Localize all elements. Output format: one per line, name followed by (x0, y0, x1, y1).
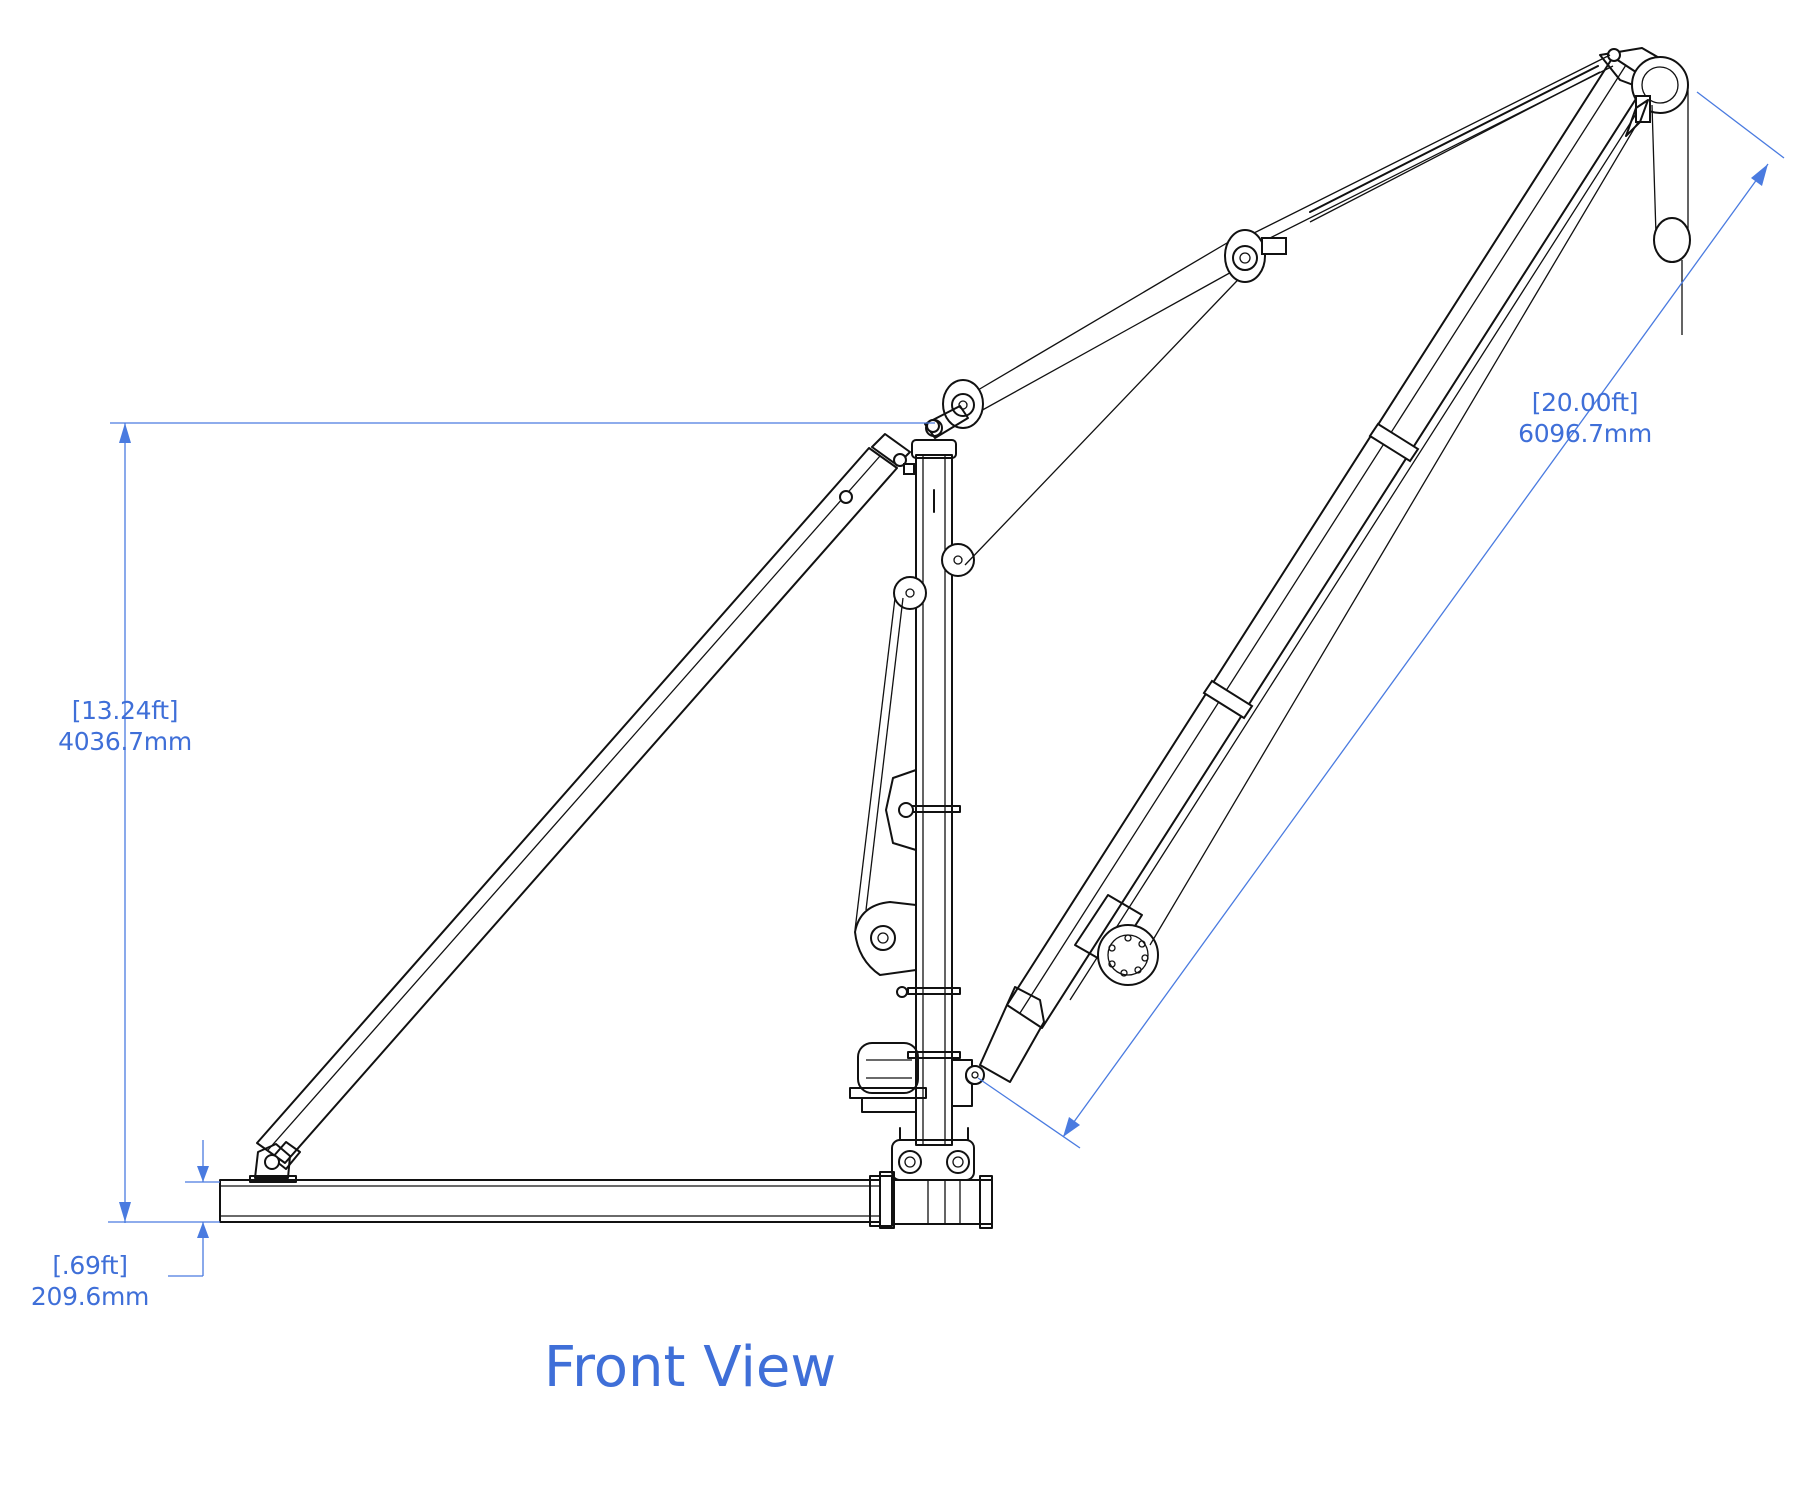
mast-winch-brackets (854, 597, 917, 998)
diagonal-strut (249, 433, 911, 1183)
base-dimension (168, 1140, 220, 1277)
boom (965, 47, 1689, 1085)
base-dimension-label: [.69ft] 209.6mm (20, 1250, 160, 1312)
height-dimension (108, 422, 935, 1223)
view-title: Front View (543, 1335, 837, 1400)
base-beam (219, 1171, 993, 1229)
hoist-line (1651, 90, 1691, 335)
height-dimension-label: [13.24ft] 4036.7mm (40, 695, 210, 757)
luffing-cable (924, 54, 1614, 566)
boom-dimension (977, 91, 1785, 1149)
boom-ft: [20.00ft] (1531, 388, 1639, 417)
vertical-mast (893, 419, 975, 1146)
height-mm: 4036.7mm (58, 727, 192, 756)
mast-base-bracket (891, 1127, 975, 1181)
base-ft: [.69ft] (52, 1251, 128, 1280)
height-ft: [13.24ft] (71, 696, 179, 725)
boom-mm: 6096.7mm (1518, 419, 1652, 448)
boom-dimension-label: [20.00ft] 6096.7mm (1500, 387, 1670, 449)
base-mm: 209.6mm (30, 1282, 150, 1311)
